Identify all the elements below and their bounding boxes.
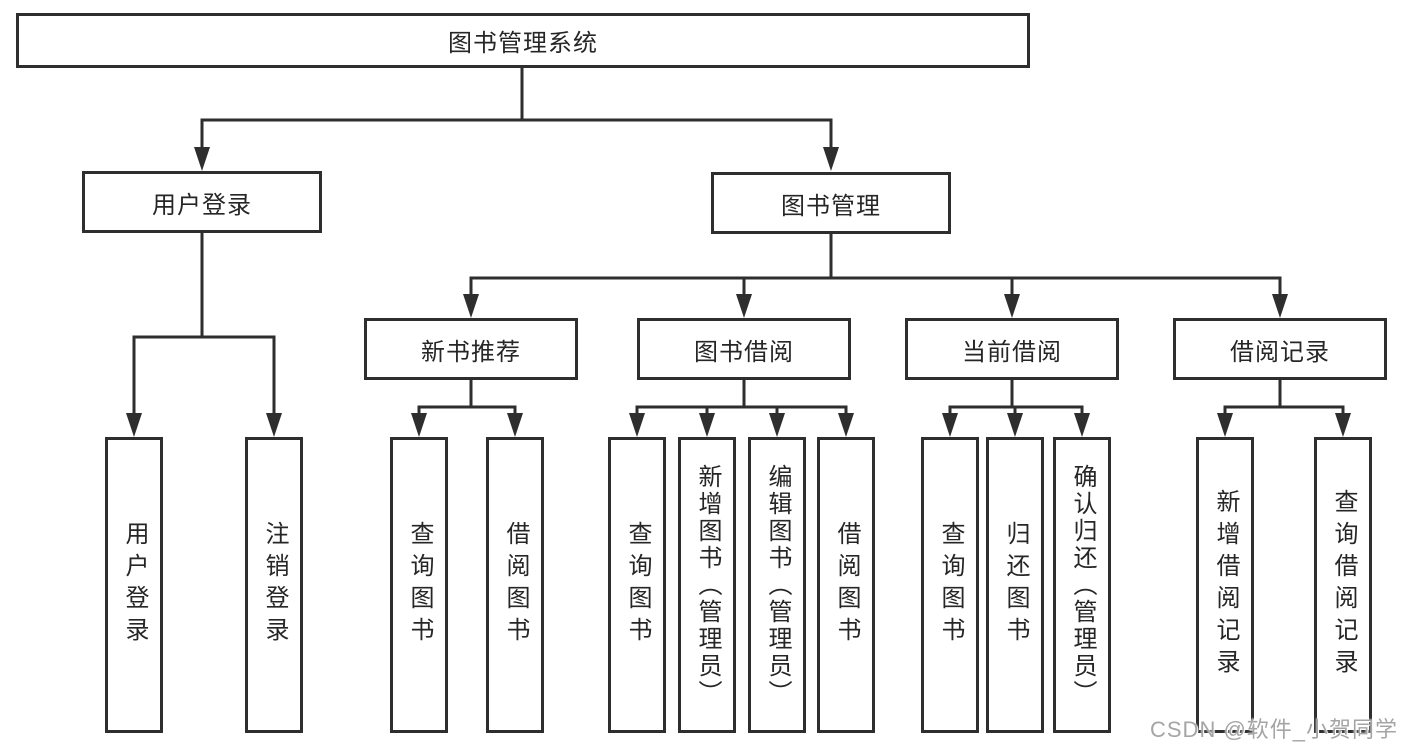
leaf-label: 查询图书 — [406, 521, 433, 649]
arrowhead-icon — [411, 413, 427, 437]
arrowhead-icon — [629, 413, 645, 437]
leaf-borrow-books-recommend: 借阅图书 — [486, 437, 544, 733]
leaf-label: 查询借阅记录 — [1330, 489, 1357, 681]
connector-borrow-records-to-leaves — [1223, 378, 1345, 416]
connector-new-book-recommend-to-leaves — [417, 378, 517, 416]
leaf-query-books-borrow: 查询图书 — [608, 437, 666, 733]
arrowhead-icon — [266, 413, 282, 437]
node-book-borrow: 图书借阅 — [637, 318, 851, 380]
connector-user-login-to-leaves — [132, 231, 276, 416]
connector-current-borrow-to-leaves — [948, 378, 1084, 416]
leaf-confirm-return-admin: 确认归还（管理员） — [1053, 437, 1111, 733]
arrowhead-icon — [823, 147, 839, 171]
node-root: 图书管理系统 — [16, 13, 1030, 68]
node-new-book-recommend: 新书推荐 — [364, 318, 578, 380]
arrowhead-icon — [1335, 413, 1351, 437]
leaf-label: 归还图书 — [1002, 521, 1029, 649]
node-user-login: 用户登录 — [82, 171, 322, 233]
leaf-edit-book-admin: 编辑图书（管理员） — [748, 437, 806, 733]
leaf-return-books: 归还图书 — [986, 437, 1044, 733]
leaf-borrow-books: 借阅图书 — [817, 437, 875, 733]
arrowhead-icon — [1007, 413, 1023, 437]
node-book-management: 图书管理 — [711, 172, 951, 234]
arrowhead-icon — [699, 413, 715, 437]
arrowhead-icon — [736, 294, 752, 318]
arrowhead-icon — [126, 413, 142, 437]
node-borrow-records: 借阅记录 — [1173, 318, 1387, 380]
leaf-label: 用户登录 — [121, 521, 148, 649]
leaf-label: 借阅图书 — [502, 521, 529, 649]
leaf-query-books-current: 查询图书 — [921, 437, 979, 733]
leaf-query-borrow-record: 查询借阅记录 — [1314, 437, 1372, 733]
leaf-label: 新增借阅记录 — [1212, 489, 1239, 681]
arrowhead-icon — [1004, 294, 1020, 318]
leaf-label: 编辑图书（管理员） — [764, 463, 791, 707]
leaf-query-books-recommend: 查询图书 — [390, 437, 448, 733]
leaf-label: 新增图书（管理员） — [694, 463, 721, 707]
arrowhead-icon — [838, 413, 854, 437]
leaf-label: 查询图书 — [624, 521, 651, 649]
leaf-add-borrow-record: 新增借阅记录 — [1196, 437, 1254, 733]
leaf-user-login: 用户登录 — [105, 437, 163, 733]
arrowhead-icon — [1074, 413, 1090, 437]
arrowhead-icon — [769, 413, 785, 437]
leaf-label: 确认归还（管理员） — [1069, 463, 1096, 707]
arrowhead-icon — [507, 413, 523, 437]
leaf-label: 借阅图书 — [833, 521, 860, 649]
leaf-logout: 注销登录 — [245, 437, 303, 733]
leaf-label: 查询图书 — [937, 521, 964, 649]
connector-root-to-level2 — [200, 66, 833, 150]
arrowhead-icon — [1272, 294, 1288, 318]
connector-book-management-to-level3 — [469, 232, 1282, 297]
connector-book-borrow-to-leaves — [635, 378, 848, 416]
leaf-label: 注销登录 — [261, 521, 288, 649]
watermark: CSDN @软件_小贺同学 — [1150, 717, 1399, 742]
arrowhead-icon — [194, 147, 210, 171]
arrowhead-icon — [463, 294, 479, 318]
leaf-add-book-admin: 新增图书（管理员） — [678, 437, 736, 733]
arrowhead-icon — [942, 413, 958, 437]
node-current-borrow: 当前借阅 — [905, 318, 1119, 380]
arrowhead-icon — [1217, 413, 1233, 437]
